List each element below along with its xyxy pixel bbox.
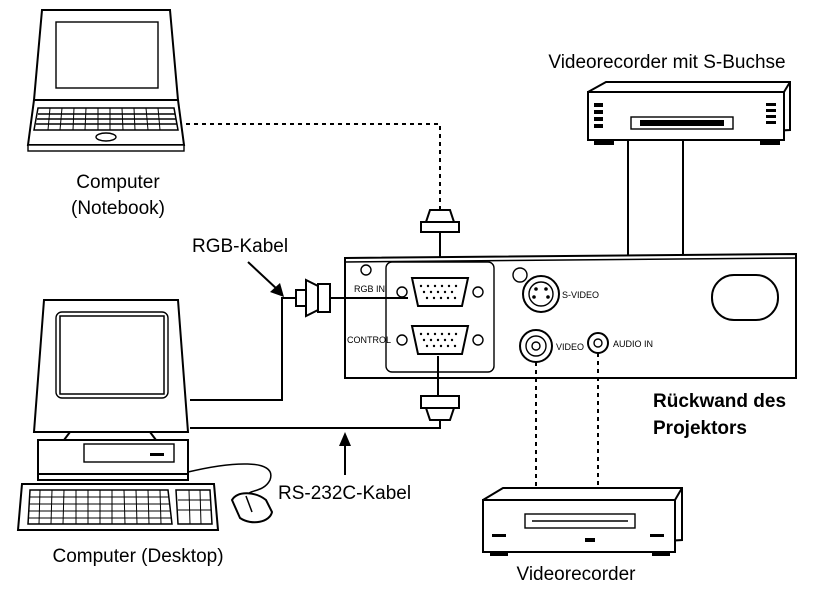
notebook-label-line2: (Notebook) (71, 198, 165, 219)
notebook-cable-connector (420, 209, 460, 264)
projector-rear-label-line2: Projektors (653, 418, 747, 439)
rgb-in-port (396, 277, 484, 307)
vcr-illustration (482, 487, 683, 556)
projector-rear-label-line1: Rückwand des (653, 391, 786, 412)
audio-in-port (587, 332, 609, 354)
desktop-label: Computer (Desktop) (52, 546, 223, 567)
notebook-computer-illustration (26, 9, 186, 152)
rs232c-cable-connector (420, 356, 460, 421)
notebook-rgb-cable (186, 123, 441, 210)
s-video-port-label: S-VIDEO (562, 290, 599, 300)
control-port (396, 325, 484, 355)
vcr-svideo-illustration (587, 81, 791, 145)
notebook-label-line1: Computer (76, 172, 160, 193)
rgb-cable-arrow (247, 261, 284, 297)
rs232c-cable (190, 420, 441, 429)
video-port (519, 329, 553, 363)
video-port-label: VIDEO (556, 342, 584, 352)
audio-in-port-label: AUDIO IN (613, 339, 653, 349)
rgb-cable-label: RGB-Kabel (192, 236, 288, 257)
vcr-label: Videorecorder (516, 564, 636, 585)
rs232c-cable-label: RS-232C-Kabel (278, 483, 411, 504)
rgb-in-port-label: RGB IN (354, 284, 385, 294)
rs232c-cable-arrow (339, 432, 351, 475)
control-port-label: CONTROL (347, 335, 391, 345)
vcr-svideo-label: Videorecorder mit S-Buchse (548, 52, 785, 73)
s-video-port (512, 267, 560, 313)
projector-rear-panel: RGB IN CONTROL S-VIDEO (344, 252, 797, 379)
desktop-computer-illustration (16, 299, 274, 531)
rgb-cable-connector (295, 278, 408, 318)
desktop-rgb-cable (190, 297, 296, 401)
